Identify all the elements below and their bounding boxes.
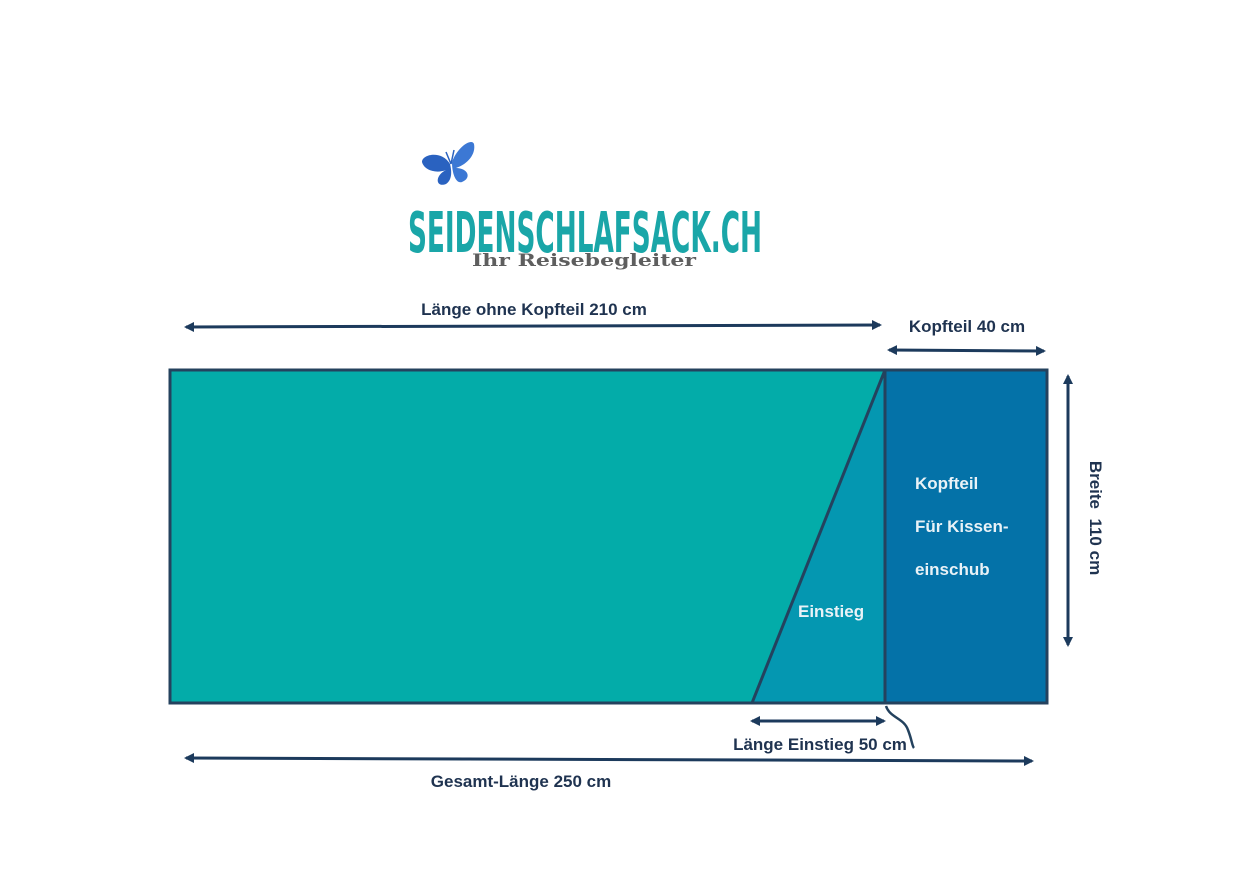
entry-length-label: Länge Einstieg 50 cm [733,735,907,754]
head-length-label: Kopfteil 40 cm [909,317,1025,336]
logo-tagline: Ihr Reisebegleiter [472,251,697,271]
length-without-head-arrow [184,320,882,332]
head-length-arrow [887,345,1046,356]
body-section [170,370,885,703]
length-without-head-label: Länge ohne Kopfteil 210 cm [421,300,647,319]
entry-diagonal [750,369,887,704]
entry-length-leader [884,705,916,749]
head-line2-label: Für Kissen- [915,517,1009,536]
width-label: Breite 110 cm [1086,461,1105,575]
entry-label: Einstieg [798,602,864,621]
head-section [885,370,1047,703]
logo-wordmark: SEIDENSCHLAFSACK.CH [408,201,762,266]
bag-outline [168,368,1049,705]
butterfly-icon [422,142,475,185]
total-length-label: Gesamt-Länge 250 cm [431,772,611,791]
logo: SEIDENSCHLAFSACK.CH Ihr Reisebegleiter [408,142,762,271]
head-line3-label: einschub [915,560,990,579]
total-length-arrow [184,753,1034,766]
head-title-label: Kopfteil [915,474,978,493]
